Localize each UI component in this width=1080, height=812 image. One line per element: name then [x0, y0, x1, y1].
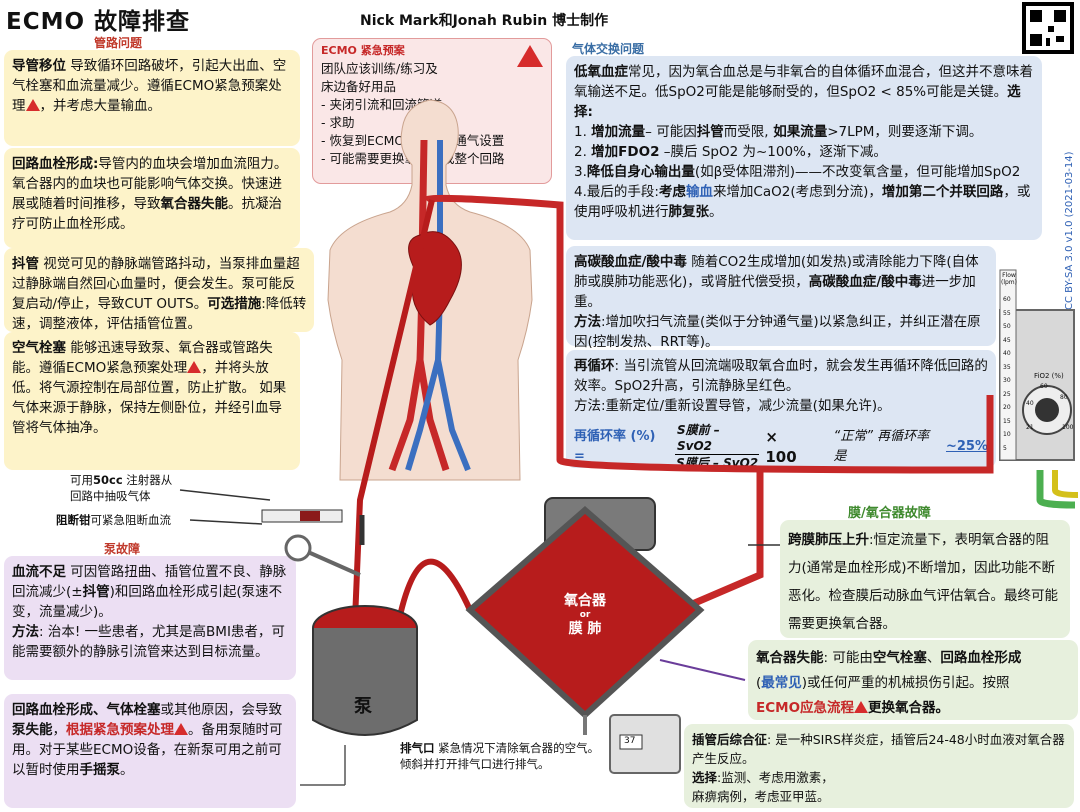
- post-cannulation-box: 插管后综合征: 是一种SIRS样炎症，插管后24-48小时血液对氧合器产生反应。…: [684, 724, 1074, 808]
- recirculation-box: 再循环: 当引流管从回流端吸取氧合血时，就会发生再循环降低回路的效率。SpO2升…: [566, 350, 996, 470]
- warning-icon: [25, 99, 40, 111]
- page-title: ECMO 故障排查: [6, 9, 191, 35]
- aorta-vessel: [388, 139, 450, 472]
- section-tube: 管路问题: [94, 36, 143, 50]
- clamp-note: 阻断钳可紧急阻断血流: [56, 513, 171, 527]
- hypoxemia-box: 低氧血症常见，因为氧合血总是与非氧合的自体循环血混合，但这并不意味着氧输送不足。…: [566, 56, 1042, 240]
- gas-blender: [999, 309, 1075, 461]
- flow-tick-label: 35: [1003, 363, 1011, 371]
- section-gas: 气体交换问题: [572, 42, 645, 56]
- warning-icon: [187, 361, 202, 373]
- recirc-fraction: S膜前 – SvO2 S膜后 – SvO2: [674, 423, 760, 470]
- low-flow-box: 血流不足 可因管路扭曲、插管位置不良、静脉回流减少(±抖管)和回路血栓形成引起(…: [4, 556, 296, 680]
- oxy-failure-box: 氧合器失能: 可能由空气栓塞、回路血栓形成(最常见)或任何严重的机械损伤引起。按…: [748, 640, 1078, 720]
- gas-line-yellow: [1052, 470, 1079, 498]
- flow-tick-label: 5: [1003, 444, 1007, 452]
- qr-code: [1022, 2, 1074, 54]
- chatter-box: 抖管 视觉可见的静脉端管路抖动，当泵排血量超过静脉端自然回心血量时，便会发生。泵…: [4, 248, 314, 332]
- air-embolism-box: 空气栓塞 能够迅速导致泵、氧合器或管路失能。遵循ECMO紧急预案处理，并将头放低…: [4, 332, 300, 470]
- thrombus-box: 回路血栓形成:导管内的血块会增加血流阻力。氧合器内的血块也可能影响气体交换。快速…: [4, 148, 300, 248]
- flow-label: Flow (lpm): [1000, 272, 1017, 286]
- vena-cava-vessel: [405, 140, 471, 472]
- pump-label: 泵: [354, 696, 372, 717]
- author-credit: Nick Mark和Jonah Rubin 博士制作: [360, 13, 609, 29]
- flow-tick-label: 15: [1003, 417, 1011, 425]
- hypercapnia-box: 高碳酸血症/酸中毒 随着CO2生成增加(如发热)或清除能力下降(自体肺或膜肺功能…: [566, 246, 996, 350]
- pump-body: [312, 628, 418, 736]
- flow-tick-label: 10: [1003, 431, 1011, 438]
- transmembrane-box: 跨膜肺压上升:恒定流量下，表明氧合器的阻力(通常是血栓形成)不断增加，因此功能不…: [780, 520, 1070, 638]
- fio2-tick-label: 21: [1026, 424, 1034, 431]
- syringe-note: 可用50cc 注射器从回路中抽吸气体: [70, 473, 173, 503]
- fio2-tick-label: 60: [1040, 383, 1048, 390]
- flow-tick-label: 45: [1003, 336, 1011, 344]
- recirc-rate-label: 再循环率 (%) =: [574, 428, 656, 464]
- flow-tick-label: 55: [1003, 309, 1011, 317]
- gas-line-green: [1036, 470, 1076, 509]
- pump-failure-box: 回路血栓形成、气体栓塞或其他原因，会导致泵失能，根据紧急预案处理。备用泵随时可用…: [4, 694, 296, 808]
- section-oxy: 膜/氧合器故障: [848, 506, 931, 521]
- flow-tick-label: 20: [1003, 404, 1011, 411]
- warning-icon: [517, 45, 543, 67]
- warning-icon: [854, 701, 869, 713]
- fio2-tick-label: 100: [1062, 424, 1074, 431]
- oxy-out-tube: [688, 470, 764, 609]
- warning-icon: [174, 723, 188, 735]
- heart-shape: [408, 231, 462, 326]
- license-text: CC BY-SA 3.0 v1.0 (2021-03-14): [1064, 151, 1075, 310]
- flow-tick-label: 50: [1003, 323, 1011, 330]
- emergency-plan-box: ECMO 紧急预案 团队应该训练/练习及 床边备好用品 - 夹闭引流和回流管道 …: [312, 38, 552, 184]
- fio2-tick-label: 80: [1060, 394, 1068, 401]
- flow-tick-label: 60: [1003, 296, 1011, 303]
- fio2-tick-label: 40: [1026, 400, 1034, 407]
- dislodgement-box: 导管移位 导致循环回路破坏，引起大出血、空气栓塞和血流量减少。遵循ECMO紧急预…: [4, 50, 300, 146]
- vent-note: 排气口 紧急情况下清除氧合器的空气。倾斜并打开排气口进行排气。: [400, 741, 600, 771]
- syringe: [261, 509, 343, 523]
- flow-tick-label: 25: [1003, 390, 1011, 398]
- monitor-readout: 37: [624, 736, 636, 746]
- pump-top: [312, 605, 418, 651]
- oxygenator-label: 氧合器 or 膜 肺: [564, 593, 606, 637]
- drainage-tube: [352, 199, 435, 621]
- flow-tick-label: 40: [1003, 350, 1011, 357]
- flow-tick-label: 30: [1003, 377, 1011, 384]
- pump-to-oxy-tube: [392, 558, 473, 641]
- section-pump: 泵故障: [104, 542, 141, 556]
- temperature-monitor: [609, 714, 681, 774]
- fio2-label: FiO2 (%): [1034, 372, 1064, 380]
- oxygenator-housing: [544, 497, 656, 551]
